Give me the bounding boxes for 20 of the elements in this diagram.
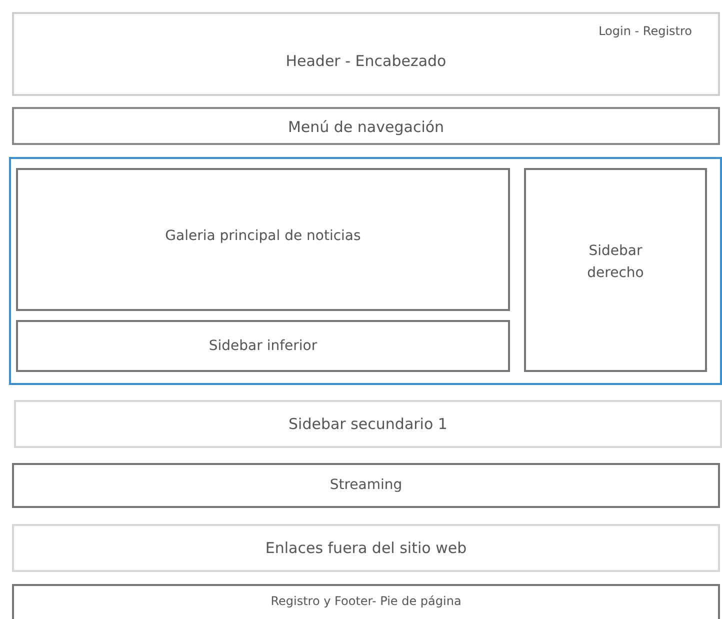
footer-bar — [12, 584, 720, 619]
external-links-bar — [12, 524, 720, 572]
external-links-title: Enlaces fuera del sitio web — [264, 539, 468, 557]
content-area — [9, 157, 722, 385]
news-gallery-panel — [16, 168, 510, 311]
bottom-sidebar-title: Sidebar inferior — [208, 338, 318, 354]
navigation-bar — [12, 107, 720, 145]
menu-title: Menú de navegación — [286, 118, 446, 136]
login-link-text: Login - Registro — [598, 24, 692, 38]
secondary-sidebar-bar — [14, 400, 722, 448]
header-bar — [12, 12, 720, 96]
streaming-title: Streaming — [328, 477, 404, 493]
right-sidebar-panel — [524, 168, 707, 372]
secondary-sidebar-title: Sidebar secundario 1 — [288, 415, 448, 433]
right-sidebar-title: Sidebar derecho — [586, 242, 645, 284]
streaming-bar — [12, 463, 720, 508]
header-title: Header - Encabezado — [284, 52, 448, 70]
footer-title: Registro y Footer- Pie de página — [270, 594, 462, 608]
gallery-title: Galeria principal de noticias — [164, 228, 362, 244]
bottom-sidebar-panel — [16, 320, 510, 372]
